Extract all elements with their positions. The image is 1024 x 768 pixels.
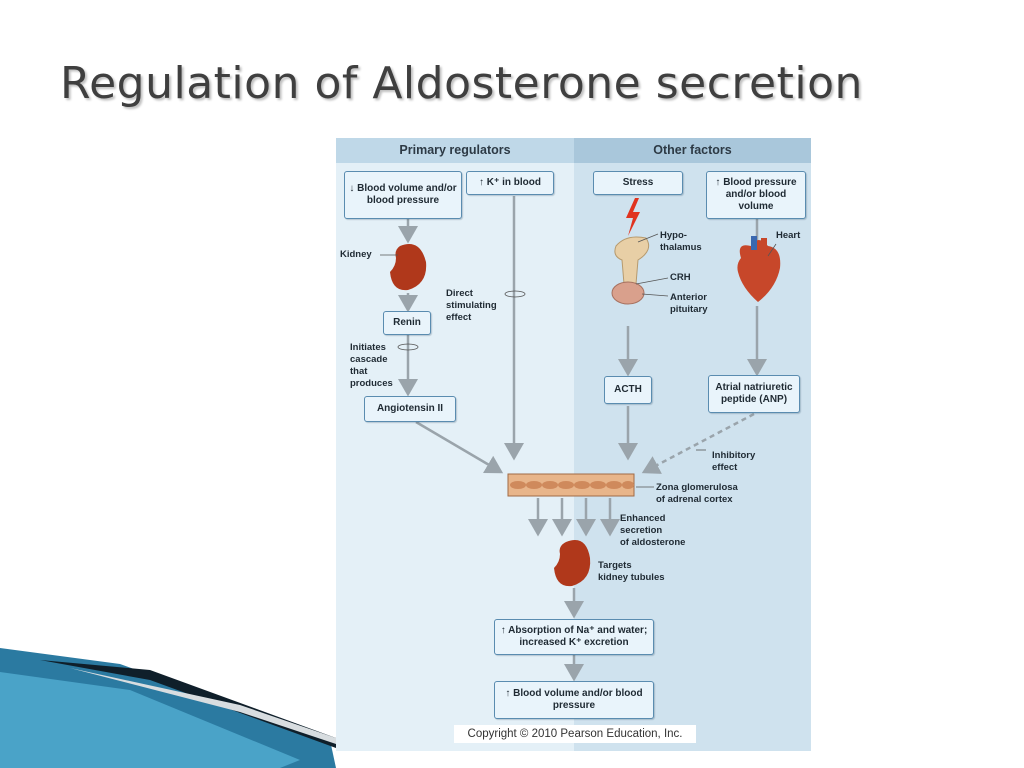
acth-box: ACTH xyxy=(604,376,652,404)
absorption-box: ↑ Absorption of Na⁺ and water; increased… xyxy=(494,619,654,655)
copyright-notice: Copyright © 2010 Pearson Education, Inc. xyxy=(454,725,696,743)
anterior-pituitary-label: Anterior pituitary xyxy=(670,292,708,315)
header-primary-regulators: Primary regulators xyxy=(336,138,574,163)
direct-effect-label: Direct stimulating effect xyxy=(446,288,497,323)
hypothalamus-label: Hypo- thalamus xyxy=(660,230,702,253)
header-other-factors: Other factors xyxy=(574,138,811,163)
renin-box: Renin xyxy=(383,311,431,335)
flow-arrows xyxy=(380,196,781,682)
kidney-icon xyxy=(390,244,427,291)
hypothalamus-icon xyxy=(614,236,650,285)
aldosterone-diagram: Primary regulators Other factors xyxy=(336,138,811,751)
zona-glomerulosa-icon xyxy=(507,473,635,497)
stress-bolt-icon xyxy=(626,198,640,236)
stress-box: Stress xyxy=(593,171,683,195)
result-box: ↑ Blood volume and/or blood pressure xyxy=(494,681,654,719)
heart-icon xyxy=(737,236,781,302)
target-kidney-icon xyxy=(554,540,591,587)
heart-label: Heart xyxy=(776,230,801,241)
cascade-label: Initiates cascade that produces xyxy=(350,342,393,389)
anp-box: Atrial natriuretic peptide (ANP) xyxy=(708,375,800,413)
targets-label: Targets kidney tubules xyxy=(598,560,665,583)
low-blood-volume-box: ↓ Blood volume and/or blood pressure xyxy=(344,171,462,219)
pituitary-icon xyxy=(611,281,645,305)
crh-label: CRH xyxy=(670,272,691,283)
enhanced-secretion-label: Enhanced secretion of aldosterone xyxy=(620,513,686,548)
slide-title: Regulation of Aldosterone secretion xyxy=(60,58,863,109)
inhibitory-label: Inhibitory effect xyxy=(712,450,756,473)
high-blood-pressure-box: ↑ Blood pressure and/or blood volume xyxy=(706,171,806,219)
angiotensin-box: Angiotensin II xyxy=(364,396,456,422)
potassium-box: ↑ K⁺ in blood xyxy=(466,171,554,195)
kidney-label: Kidney xyxy=(340,249,372,260)
zona-glomerulosa-label: Zona glomerulosa of adrenal cortex xyxy=(656,482,738,505)
